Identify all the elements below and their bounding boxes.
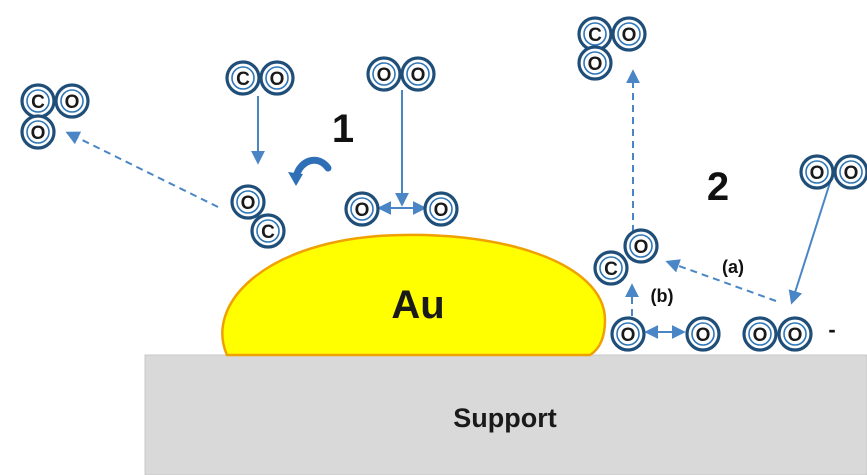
superoxide-oxygen-1-letter: O <box>753 325 768 346</box>
o2-incoming-oxygen-2-atom: O <box>400 56 436 92</box>
co2-left-carbon-atom: C <box>20 83 56 119</box>
support-label: Support <box>453 403 556 433</box>
o-on-support-2-letter: O <box>696 325 711 346</box>
co-adsorbed-carbon-letter: C <box>261 222 275 243</box>
superoxide-oxygen-2-letter: O <box>788 325 803 346</box>
co-perimeter-carbon-letter: C <box>604 259 618 280</box>
o2-right-oxygen-2-atom: O <box>833 154 867 190</box>
gold-label: Au <box>391 283 444 327</box>
co2-desorption-arrow-left <box>65 131 219 208</box>
co-perimeter-carbon-atom: C <box>593 250 629 286</box>
co-perimeter-oxygen-atom: O <box>623 228 659 264</box>
o2-incoming-oxygen-1-letter: O <box>377 65 392 86</box>
o-on-au-2-atom: O <box>423 191 459 227</box>
superoxide-oxygen-2-atom: O <box>777 316 813 352</box>
co-incoming-carbon-atom: C <box>225 60 261 96</box>
co2-left-oxygen-2-atom: O <box>20 114 56 150</box>
o-on-au-1-atom: O <box>344 191 380 227</box>
co2-right-carbon-atom: C <box>577 16 613 52</box>
path-b-label: (b) <box>651 286 674 306</box>
o2-right-oxygen-2-letter: O <box>844 163 859 184</box>
co2-left-oxygen-1-letter: O <box>65 92 80 113</box>
co2-left-carbon-letter: C <box>31 92 45 113</box>
support-block <box>144 354 867 475</box>
co-adsorbed-carbon-atom: C <box>250 213 286 249</box>
superoxide-oxygen-1-atom: O <box>742 316 778 352</box>
co-incoming-oxygen-atom: O <box>259 60 295 96</box>
o2-incoming-oxygen-2-letter: O <box>411 65 426 86</box>
co-adsorbed-oxygen-atom: O <box>230 184 266 220</box>
superoxide-charge: - <box>828 317 835 342</box>
step-1-label: 1 <box>332 107 354 151</box>
co2-right-oxygen-1-atom: O <box>611 16 647 52</box>
o2-incoming-oxygen-1-atom: O <box>366 56 402 92</box>
co2-right-oxygen-2-letter: O <box>588 54 603 75</box>
co2-right-oxygen-2-atom: O <box>577 45 613 81</box>
co-perimeter-oxygen-letter: O <box>634 237 649 258</box>
step-2-label: 2 <box>707 165 729 209</box>
o2-right-oxygen-1-atom: O <box>799 154 835 190</box>
co2-left-oxygen-1-atom: O <box>54 83 90 119</box>
co2-right-oxygen-1-letter: O <box>622 25 637 46</box>
gold-nanoparticle <box>221 233 607 357</box>
o-on-support-2-atom: O <box>685 316 721 352</box>
rotation-arrow <box>292 156 332 181</box>
o2-to-support-arrow <box>788 169 835 305</box>
co2-left-oxygen-2-letter: O <box>31 123 46 144</box>
o-on-au-2-letter: O <box>434 200 449 221</box>
co-adsorbed-oxygen-letter: O <box>241 193 256 214</box>
co-incoming-carbon-letter: C <box>236 69 250 90</box>
co2-right-carbon-letter: C <box>588 25 602 46</box>
o2-right-oxygen-1-letter: O <box>810 163 825 184</box>
path-a-label: (a) <box>722 257 744 277</box>
o-on-au-1-letter: O <box>355 200 370 221</box>
o-on-support-1-letter: O <box>621 325 636 346</box>
rotation-arrowhead <box>288 172 303 186</box>
co-incoming-oxygen-letter: O <box>270 69 285 90</box>
o-on-support-1-atom: O <box>610 316 646 352</box>
